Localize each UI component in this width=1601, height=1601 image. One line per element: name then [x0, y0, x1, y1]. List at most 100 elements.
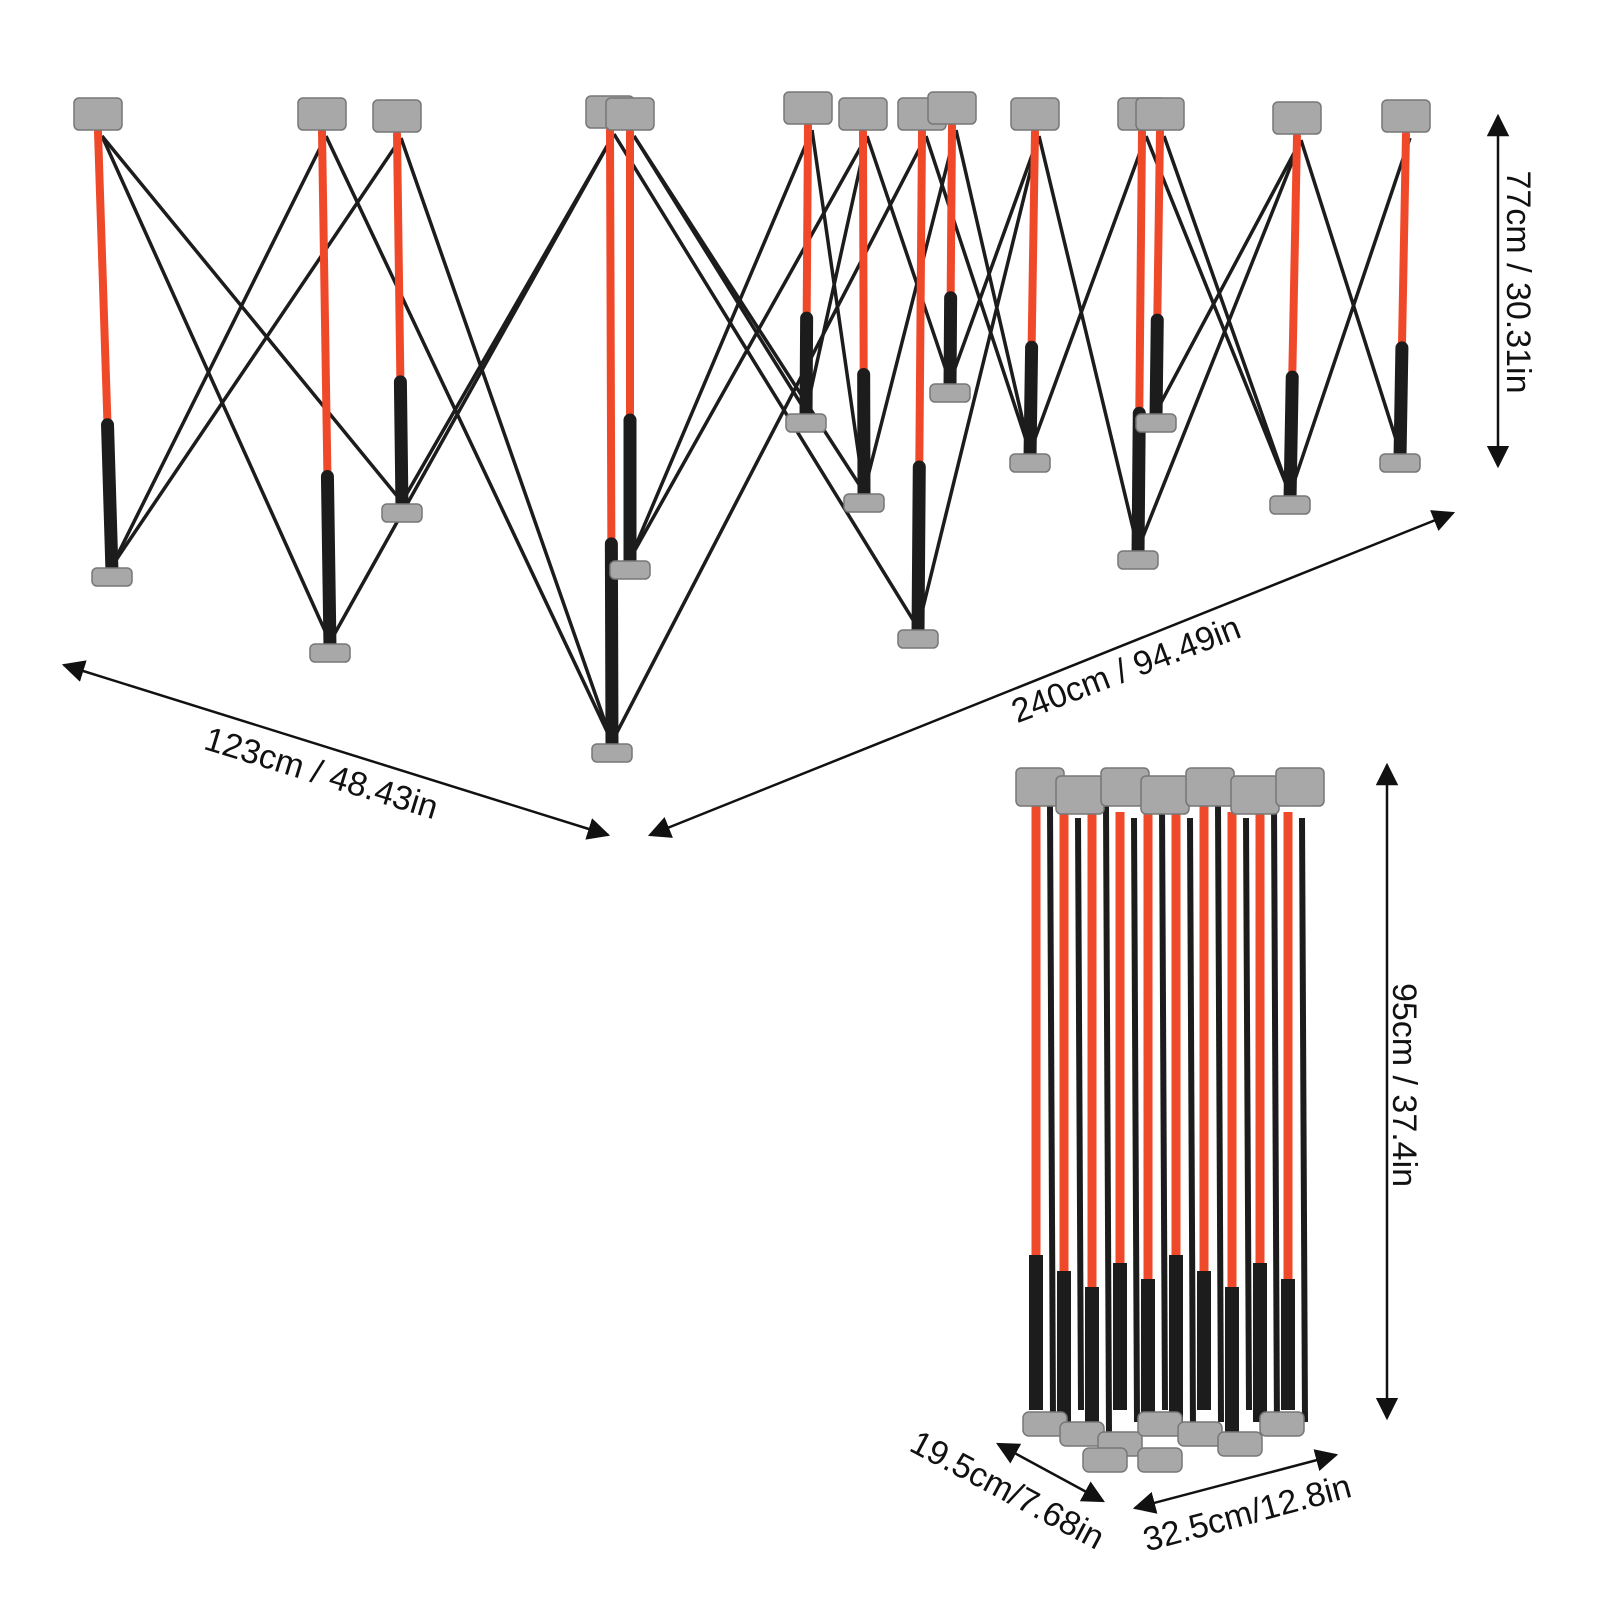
folded-depth-arrow	[996, 1442, 1105, 1503]
folded-width-arrow	[1132, 1449, 1339, 1514]
leg-upper	[94, 128, 112, 429]
cross-brace	[1288, 137, 1412, 495]
cross-brace	[810, 129, 866, 493]
leg-foot-cap	[929, 383, 971, 403]
cross-brace	[1136, 139, 1303, 550]
leg-upper	[859, 128, 868, 379]
expanded-width-arrow	[61, 660, 611, 840]
folded-brace	[1103, 805, 1112, 1435]
leg-top-cap	[783, 91, 833, 125]
leg-grip	[1023, 340, 1039, 465]
leg-foot-cap	[91, 567, 133, 587]
cross-brace	[1028, 135, 1148, 453]
leg-foot-cap	[591, 743, 633, 763]
leg-grip	[1393, 341, 1409, 465]
leg-grip	[1131, 406, 1146, 562]
cross-brace	[1037, 135, 1140, 550]
folded-top-cap	[1185, 767, 1235, 807]
folded-brace	[1075, 817, 1084, 1411]
cross-brace	[948, 135, 1041, 383]
folded-foot-cap	[1082, 1447, 1128, 1473]
leg-top-cap	[1381, 99, 1431, 133]
leg-grip	[101, 418, 119, 579]
cross-brace	[1162, 135, 1292, 495]
leg-top-cap	[73, 97, 123, 131]
cross-brace	[110, 135, 328, 567]
leg-upper	[393, 130, 405, 386]
folded-width-label: 32.5cm/12.8in	[1139, 1467, 1355, 1559]
leg-upper	[1027, 128, 1039, 352]
cross-brace	[924, 135, 1032, 453]
folded-brace	[1131, 817, 1140, 1423]
folded-brace	[1271, 805, 1280, 1435]
leg-upper	[1397, 130, 1410, 352]
leg-foot-cap	[309, 643, 351, 663]
cross-brace	[399, 137, 614, 743]
folded-sawhorse-bundle	[1015, 767, 1325, 1473]
folded-brace	[1187, 817, 1196, 1435]
leg-grip	[1149, 313, 1164, 425]
folded-brace	[1047, 805, 1056, 1423]
leg-top-cap	[1272, 101, 1322, 135]
leg-grip	[911, 460, 926, 641]
leg-top-cap	[1135, 97, 1185, 131]
expanded-length-arrow	[647, 510, 1456, 838]
leg-foot-cap	[785, 413, 827, 433]
expanded-sawhorse-frame	[73, 91, 1431, 763]
folded-height-label: 95cm / 37.4in	[1385, 983, 1423, 1187]
cross-brace	[324, 135, 614, 743]
cross-brace	[865, 135, 952, 383]
leg-grip	[393, 375, 409, 515]
folded-top-cap	[1140, 775, 1190, 815]
cross-brace	[632, 135, 808, 413]
cross-brace	[862, 129, 958, 493]
leg-upper	[1153, 128, 1164, 325]
leg-upper	[915, 128, 926, 471]
cross-brace	[400, 133, 616, 503]
leg-grip	[943, 291, 958, 395]
folded-top-cap	[1055, 775, 1105, 815]
leg-foot-cap	[1135, 413, 1177, 433]
leg-top-cap	[838, 97, 888, 131]
leg-foot-cap	[609, 560, 651, 580]
expanded-height-label: 77cm / 30.31in	[1499, 170, 1537, 393]
cross-brace	[628, 135, 869, 560]
folded-foot-cap	[1217, 1431, 1263, 1457]
leg-top-cap	[927, 91, 977, 125]
leg-foot-cap	[1009, 453, 1051, 473]
leg-upper	[318, 128, 332, 481]
leg-grip	[320, 469, 337, 655]
leg-foot-cap	[1117, 550, 1159, 570]
cross-brace	[612, 133, 920, 629]
cross-brace	[1144, 135, 1292, 495]
folded-foot-cap	[1177, 1421, 1223, 1447]
leg-upper	[802, 122, 812, 323]
folded-top-cap	[1275, 767, 1325, 807]
folded-top-cap	[1230, 775, 1280, 815]
folded-brace	[1215, 805, 1224, 1423]
cross-brace	[1299, 139, 1402, 453]
leg-top-cap	[297, 97, 347, 131]
leg-foot-cap	[897, 629, 939, 649]
leg-top-cap	[605, 97, 655, 131]
leg-upper	[606, 126, 616, 548]
leg-foot-cap	[381, 503, 423, 523]
folded-brace	[1159, 805, 1168, 1411]
folded-foot-cap	[1137, 1411, 1183, 1437]
folded-brace	[1243, 817, 1252, 1411]
leg-foot-cap	[1269, 495, 1311, 515]
cross-brace	[100, 134, 404, 504]
dimension-lines	[61, 113, 1510, 1514]
leg-upper	[1288, 132, 1301, 382]
leg-foot-cap	[843, 493, 885, 513]
leg-grip	[1283, 370, 1299, 507]
leg-foot-cap	[1379, 453, 1421, 473]
folded-foot-cap	[1137, 1447, 1183, 1473]
cross-brace	[954, 129, 1032, 453]
cross-brace	[804, 135, 869, 413]
expanded-width-label: 123cm / 48.43in	[200, 720, 442, 827]
folded-foot-cap	[1259, 1411, 1305, 1437]
cross-brace	[100, 135, 332, 643]
leg-top-cap	[372, 99, 422, 133]
